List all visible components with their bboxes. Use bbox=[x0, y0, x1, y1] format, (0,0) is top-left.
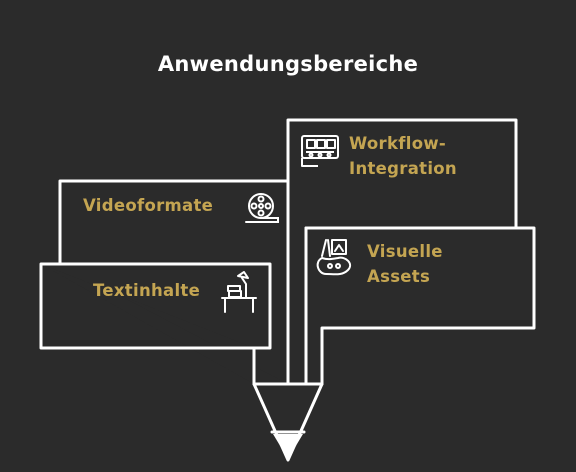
label-visuelle-assets: Visuelle Assets bbox=[367, 242, 443, 286]
desk-lamp-icon bbox=[221, 271, 257, 313]
film-reel-icon bbox=[245, 193, 279, 223]
label-textinhalte: Textinhalte bbox=[93, 281, 201, 300]
pencil-lead bbox=[273, 434, 303, 459]
workflow-conveyor-icon bbox=[301, 135, 339, 167]
diagram-title: Anwendungsbereiche bbox=[157, 52, 419, 76]
paint-palette-icon bbox=[316, 239, 352, 276]
box-textinhalte bbox=[39, 262, 272, 386]
label-videoformate: Videoformate bbox=[83, 196, 214, 215]
pencil-tip bbox=[252, 382, 324, 462]
label-workflow-integration: Workflow- Integration bbox=[349, 134, 457, 178]
